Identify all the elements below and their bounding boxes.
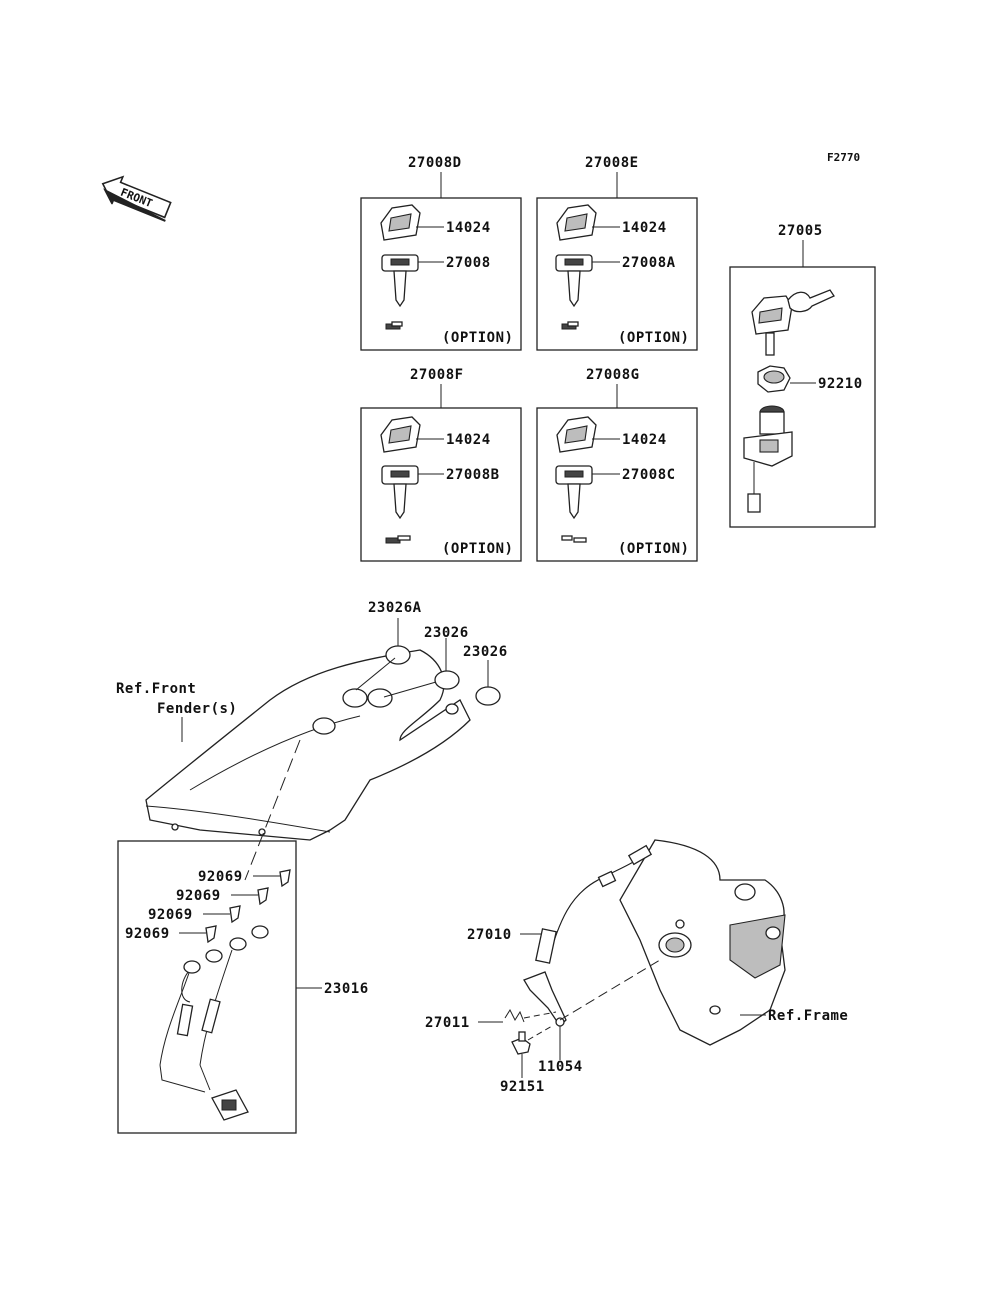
harness-label: 23016: [324, 981, 369, 997]
front-fender: [145, 649, 471, 841]
cover-label: 14024: [622, 220, 667, 236]
cap-label: 23026A: [368, 600, 422, 616]
key-label: 27008: [446, 255, 491, 271]
bolt-label: 92151: [500, 1079, 545, 1095]
key-icon: [381, 254, 419, 330]
key-set-27008f: 27008F 14024 27008B (OPTION): [360, 367, 522, 562]
figure-code: F2770: [827, 151, 860, 164]
spring-label: 27011: [425, 1015, 470, 1031]
bracket-label: 11054: [538, 1059, 583, 1075]
key-set-label: 27008G: [586, 367, 640, 383]
option-label: (OPTION): [618, 541, 689, 557]
cover-label: 14024: [446, 432, 491, 448]
key-set-27008g: 27008G 14024 27008C (OPTION): [536, 367, 698, 562]
spring-icon: [504, 1008, 557, 1023]
key-cover-icon: [380, 416, 421, 453]
cap-23026-icon: [475, 660, 501, 706]
cover-label: 14024: [446, 220, 491, 236]
terminal-label: 92069: [148, 907, 193, 923]
ignition-switch-label: 27005: [778, 223, 823, 239]
cover-label: 14024: [622, 432, 667, 448]
cable-label: 27010: [467, 927, 512, 943]
bracket-icon: [523, 959, 661, 1060]
key-icon: [555, 254, 593, 330]
key-icon: [555, 465, 593, 543]
option-label: (OPTION): [442, 330, 513, 346]
key-set-27008d: 27008D 14024 27008 (OPTION): [360, 155, 522, 351]
terminal-label: 92069: [125, 926, 170, 942]
switch-body-icon: [743, 405, 793, 513]
option-label: (OPTION): [618, 330, 689, 346]
key-cover-icon: [380, 204, 421, 241]
key-label: 27008B: [446, 467, 500, 483]
nut-icon: [757, 365, 791, 393]
nut-label: 92210: [818, 376, 863, 392]
key-set-label: 27008F: [410, 367, 464, 383]
cable-icon: [535, 844, 653, 964]
frame-icon: [619, 839, 786, 1046]
key-cover-icon: [556, 416, 597, 453]
front-arrow-icon: FRONT: [101, 175, 172, 222]
key-set-label: 27008D: [408, 155, 462, 171]
bolt-icon: [511, 1025, 553, 1078]
cap-label: 23026: [424, 625, 469, 641]
front-fender-ref-line2: Fender(s): [157, 701, 237, 717]
cap-23026a-icon: [355, 618, 411, 691]
key-set-27008e: 27008E 14024 27008A (OPTION): [536, 155, 698, 351]
option-label: (OPTION): [442, 541, 513, 557]
cap-23026-icon: [383, 638, 460, 698]
terminal-label: 92069: [198, 869, 243, 885]
terminal-icon: [205, 869, 291, 944]
frame-ref-label: Ref.Frame: [768, 1008, 848, 1024]
key-cover-icon: [556, 204, 597, 241]
key-label: 27008C: [622, 467, 676, 483]
ignition-switch-set: 27005 92210: [729, 223, 876, 528]
harness-icon: [159, 925, 269, 1121]
key-label: 27008A: [622, 255, 676, 271]
ignition-key-icon: [751, 289, 835, 356]
harness-box: 23016 92069 92069 92069: [117, 840, 369, 1134]
key-set-label: 27008E: [585, 155, 639, 171]
terminal-label: 92069: [176, 888, 221, 904]
front-fender-ref-line1: Ref.Front: [116, 681, 196, 697]
key-icon: [381, 465, 419, 544]
cap-label: 23026: [463, 644, 508, 660]
